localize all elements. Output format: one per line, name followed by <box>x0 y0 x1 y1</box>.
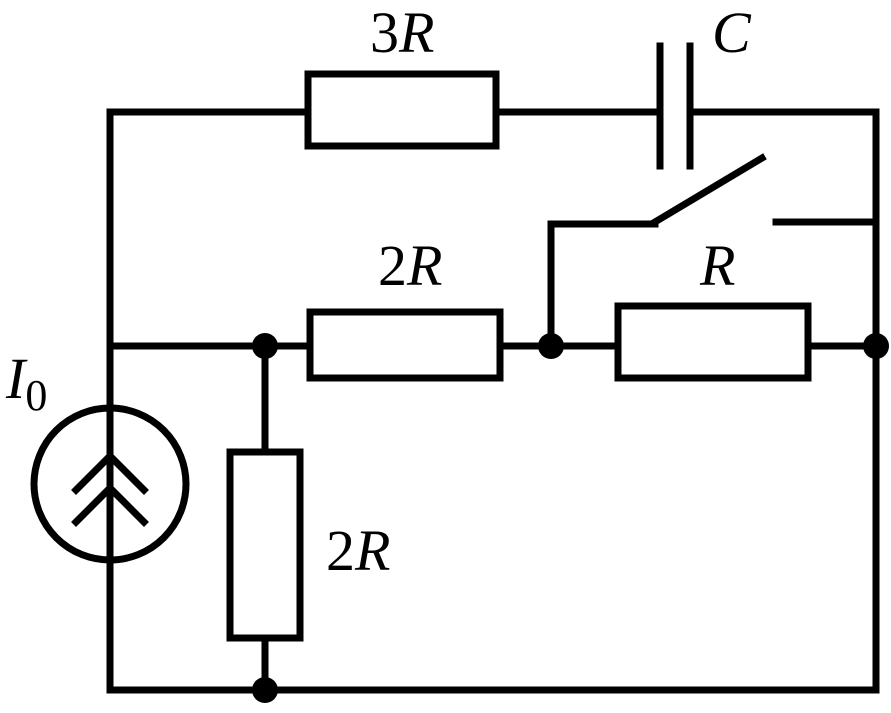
resistor-2r-horizontal <box>306 308 504 382</box>
junction-dot <box>252 333 278 359</box>
resistor-r <box>614 302 812 382</box>
switch-blade <box>650 153 767 227</box>
junction-dot <box>538 333 564 359</box>
label-c: C <box>712 0 752 65</box>
label-2r-vertical: 2R <box>326 518 390 583</box>
resistor-3r <box>304 70 500 150</box>
junction-dot <box>863 333 889 359</box>
current-source-arrow-lower <box>71 483 149 527</box>
label-i0: I0 <box>5 346 47 420</box>
resistor-2r-vertical <box>226 448 304 642</box>
junction-dot <box>252 677 278 703</box>
current-source-arrow-upper <box>71 451 149 495</box>
label-r: R <box>699 233 735 298</box>
label-3r: 3R <box>370 0 434 65</box>
switch-wire-left <box>547 220 659 350</box>
top-wire-right <box>688 108 880 694</box>
label-2r-horizontal: 2R <box>378 233 442 298</box>
